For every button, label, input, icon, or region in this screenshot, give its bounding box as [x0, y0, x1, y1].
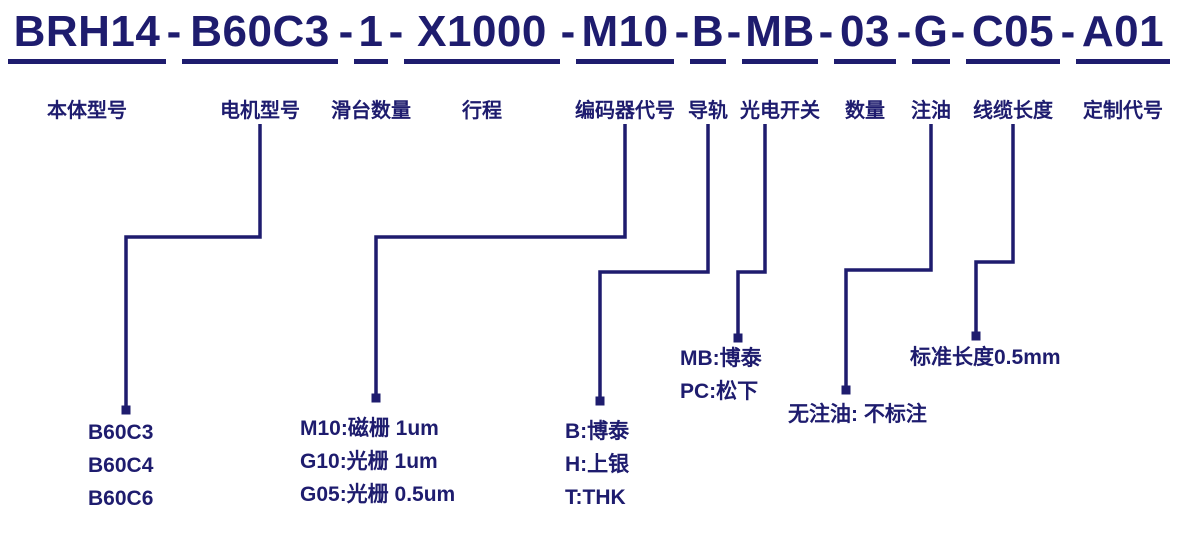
label-switch: 光电开关 — [740, 100, 820, 122]
option-item: H:上银 — [565, 453, 630, 476]
code-separator: - — [1060, 7, 1076, 56]
connector-encoder — [374, 124, 627, 398]
label-body-model: 本体型号 — [47, 100, 127, 122]
motor-option-list: B60C3 B60C4 B60C6 — [88, 416, 153, 515]
option-item: G10:光栅 1um — [300, 450, 438, 473]
label-cable-length: 线缆长度 — [973, 100, 1053, 122]
code-segment-rail: B — [690, 6, 726, 64]
encoder-option-list: M10:磁栅 1um G10:光栅 1um G05:光栅 0.5um — [300, 412, 455, 511]
code-segment-switch: MB — [742, 6, 818, 64]
connector-cable — [974, 124, 1015, 336]
code-separator: - — [166, 7, 182, 56]
connector-endpoint — [371, 393, 381, 403]
cable-note: 标准长度0.5mm — [910, 346, 1061, 369]
label-encoder: 编码器代号 — [575, 100, 675, 122]
label-rail: 导轨 — [688, 100, 728, 122]
connector-switch — [736, 124, 767, 338]
option-item: B60C3 — [88, 421, 154, 444]
code-segment-body-model: BRH14 — [8, 6, 166, 64]
code-segment-custom-code: A01 — [1076, 6, 1170, 64]
connector-motor-model — [124, 124, 262, 410]
label-oil: 注油 — [911, 100, 951, 122]
code-separator: - — [950, 7, 966, 56]
oil-note: 无注油: 不标注 — [788, 403, 927, 426]
code-separator: - — [674, 7, 690, 56]
option-item: MB:博泰 — [680, 347, 762, 370]
code-separator: - — [818, 7, 834, 56]
code-separator: - — [388, 7, 404, 56]
label-motor-model: 电机型号 — [220, 100, 300, 122]
option-item: B60C6 — [88, 487, 154, 510]
code-separator: - — [560, 7, 576, 56]
connector-endpoint — [121, 405, 131, 415]
code-segment-stroke: X1000 — [404, 6, 560, 64]
connector-endpoint — [595, 396, 605, 406]
code-separator: - — [896, 7, 912, 56]
code-segment-motor-model: B60C3 — [182, 6, 338, 64]
option-item: M10:磁栅 1um — [300, 417, 439, 440]
code-separator: - — [726, 7, 742, 56]
switch-option-list: MB:博泰 PC:松下 — [680, 342, 762, 408]
label-stroke: 行程 — [462, 100, 502, 122]
option-item: T:THK — [565, 486, 626, 509]
option-item: PC:松下 — [680, 380, 759, 403]
label-slider-count: 滑台数量 — [331, 100, 411, 122]
option-item: G05:光栅 0.5um — [300, 483, 456, 506]
label-quantity: 数量 — [845, 100, 885, 122]
option-item: B:博泰 — [565, 420, 630, 443]
code-segment-quantity: 03 — [834, 6, 896, 64]
label-custom-code: 定制代号 — [1083, 100, 1163, 122]
code-separator: - — [338, 7, 354, 56]
connector-endpoint — [841, 385, 851, 395]
option-item: B60C4 — [88, 454, 154, 477]
code-segment-slider-count: 1 — [354, 6, 388, 64]
rail-option-list: B:博泰 H:上银 T:THK — [565, 415, 629, 514]
connector-endpoint — [971, 331, 981, 341]
code-segment-encoder: M10 — [576, 6, 674, 64]
code-segment-oil: G — [912, 6, 950, 64]
code-segment-cable-length: C05 — [966, 6, 1060, 64]
